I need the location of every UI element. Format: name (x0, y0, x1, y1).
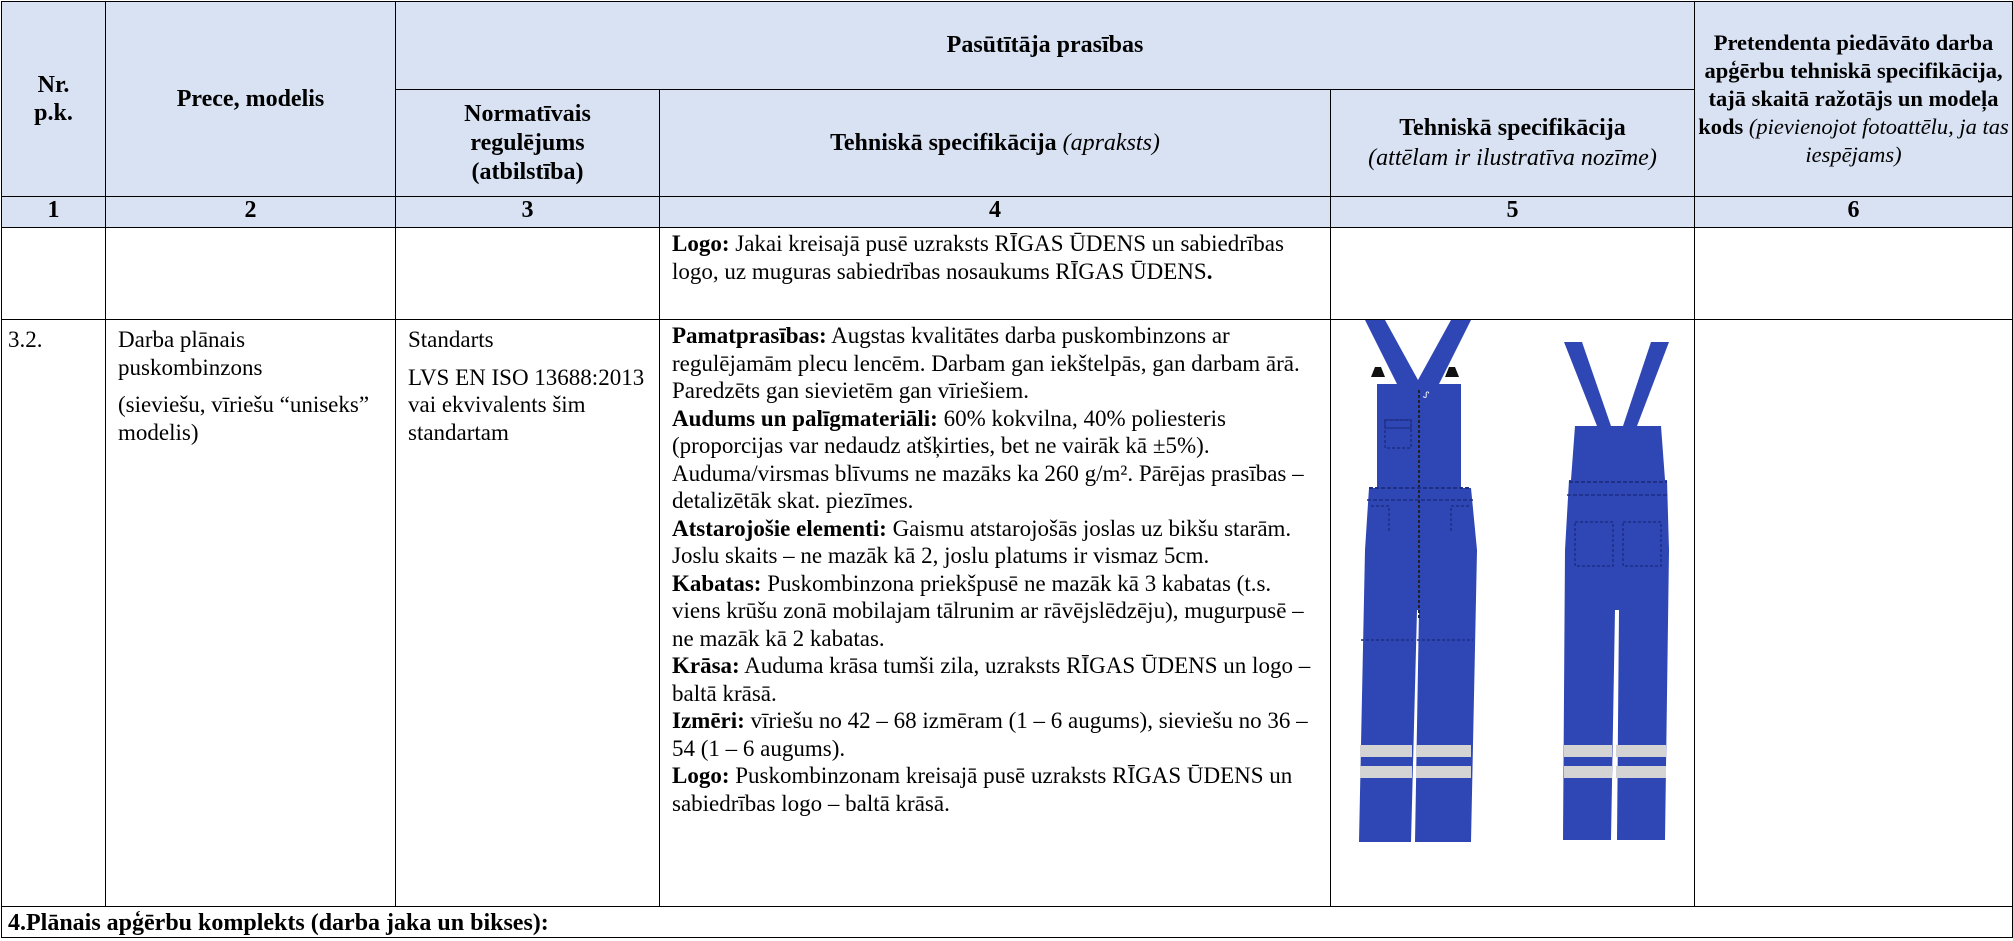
row-32-prece-title: Darba plānais puskombinzons (118, 327, 263, 380)
spec-logo: Logo: Puskombinzonam kreisajā pusē uzrak… (672, 763, 1293, 816)
row-32-image: ᔑ (1329, 319, 1696, 907)
header-pretendenta-bold: Pretendenta piedāvāto darba apģērbu tehn… (1698, 30, 2003, 139)
logo-row-offer (1694, 227, 2013, 320)
header-tehniska5-bold: Tehniskā specifikācija (1399, 115, 1626, 141)
overall-front-icon: ᔑ (1359, 320, 1477, 842)
header-pasutitaja: Pasūtītāja prasības (394, 1, 1696, 90)
row-32-norm-title: Standarts (408, 327, 494, 352)
col-num-2: 2 (105, 196, 396, 228)
header-tehniska5-italic: (attēlam ir ilustratīva nozīme) (1368, 145, 1657, 171)
col-num-3: 3 (395, 196, 660, 228)
logo-label: Logo: (672, 231, 730, 256)
overall-illustration: ᔑ (1359, 320, 1669, 842)
header-tehniska: Tehniskā specifikācija (apraksts) (659, 89, 1331, 197)
logo-row-prece (105, 227, 396, 320)
spec-pamatprasibas: Pamatprasības: Augstas kvalitātes darba … (672, 323, 1300, 403)
section-4-title: 4.Plānais apģērbu komplekts (darba jaka … (0, 906, 2013, 938)
header-normativais: Normatīvais regulējums (atbilstība) (395, 89, 660, 197)
col-num-6: 6 (1694, 196, 2013, 228)
header-tehniska-italic: (apraksts) (1062, 129, 1160, 156)
row-32-prece: Darba plānais puskombinzons (sieviešu, v… (105, 319, 396, 907)
row-32-offer (1694, 319, 2013, 907)
spec-kabatas: Kabatas: Puskombinzona priekšpusē ne maz… (672, 570, 1304, 651)
header-pretendenta-italic: (pievienojot fotoattēlu, ja tas iespējam… (1748, 114, 2009, 167)
logo-row-image (1329, 227, 1696, 320)
col-num-1: 1 (1, 196, 106, 228)
overall-back-icon (1563, 342, 1669, 840)
logo-paragraph: Logo: Jakai kreisajā pusē uzraksts RĪGAS… (672, 230, 1318, 285)
svg-text:ᔑ: ᔑ (1423, 391, 1430, 401)
spec-krasa: Krāsa: Auduma krāsa tumši zila, uzraksts… (672, 653, 1311, 706)
logo-row-nr (1, 227, 106, 320)
header-tehniska-bold: Tehniskā specifikācija (830, 129, 1057, 156)
logo-row-norm (395, 227, 660, 320)
row-32-spec: Pamatprasības: Augstas kvalitātes darba … (659, 319, 1331, 907)
spec-atstarojosie: Atstarojošie elementi: Gaismu atstarojoš… (672, 515, 1292, 569)
col-num-4: 4 (659, 196, 1331, 228)
row-32-norm: Standarts LVS EN ISO 13688:2013 vai ekvi… (395, 319, 660, 907)
header-prece: Prece, modelis (105, 1, 396, 197)
col-num-5: 5 (1329, 196, 1696, 228)
header-pretendenta: Pretendenta piedāvāto darba apģērbu tehn… (1694, 1, 2013, 197)
header-tehniska-ilustrativa: Tehniskā specifikācija (attēlam ir ilust… (1329, 89, 1696, 197)
spec-audums: Audums un palīgmateriāli: 60% kokvilna, … (672, 405, 1304, 514)
logo-text: Jakai kreisajā pusē uzraksts RĪGAS ŪDENS… (672, 231, 1284, 284)
header-nr: Nr. p.k. (1, 1, 106, 197)
row-32-prece-model: (sieviešu, vīriešu “uniseks” modelis) (118, 392, 370, 445)
row-32-norm-standard: LVS EN ISO 13688:2013 vai ekvivalents ši… (408, 364, 645, 445)
logo-end: . (1206, 258, 1213, 284)
row-32-nr: 3.2. (1, 319, 106, 907)
spec-izmeri: Izmēri: vīriešu no 42 – 68 izmēram (1 – … (672, 708, 1308, 761)
logo-row-spec: Logo: Jakai kreisajā pusē uzraksts RĪGAS… (659, 227, 1331, 320)
